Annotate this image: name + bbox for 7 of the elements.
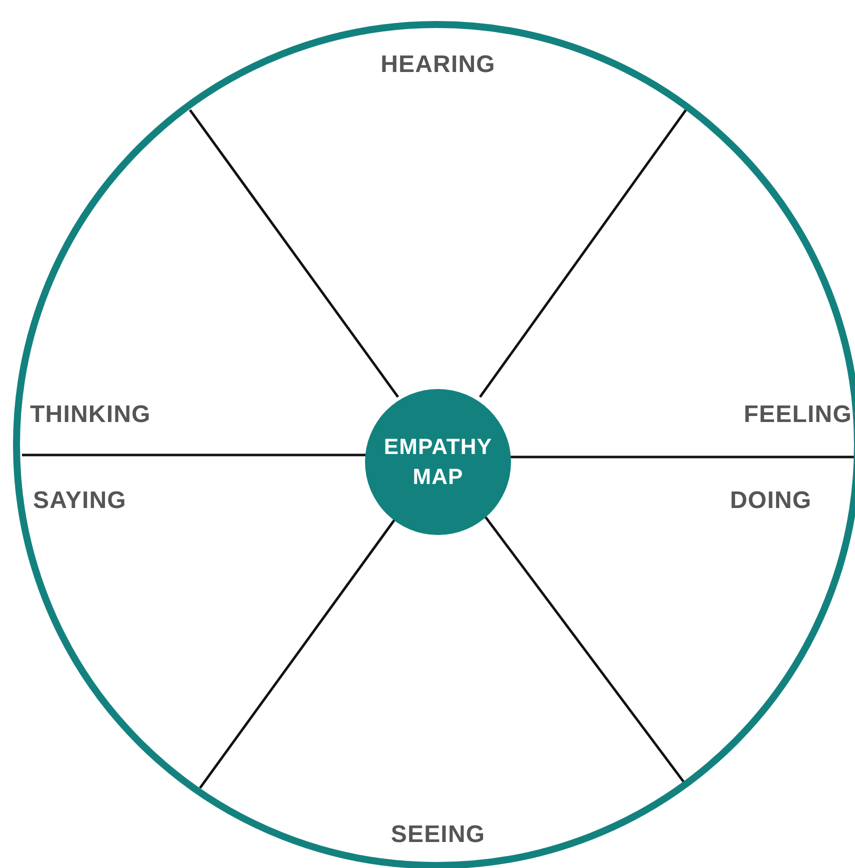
section-label: SEEING <box>390 820 486 850</box>
center-title: EMPATHY MAP <box>382 433 494 491</box>
section-label: THINKING <box>30 400 151 430</box>
section-label: DOING <box>730 486 812 516</box>
section-label: FEELING <box>744 400 852 430</box>
section-label: HEARING <box>380 50 496 80</box>
section-label: SAYING <box>33 486 126 516</box>
